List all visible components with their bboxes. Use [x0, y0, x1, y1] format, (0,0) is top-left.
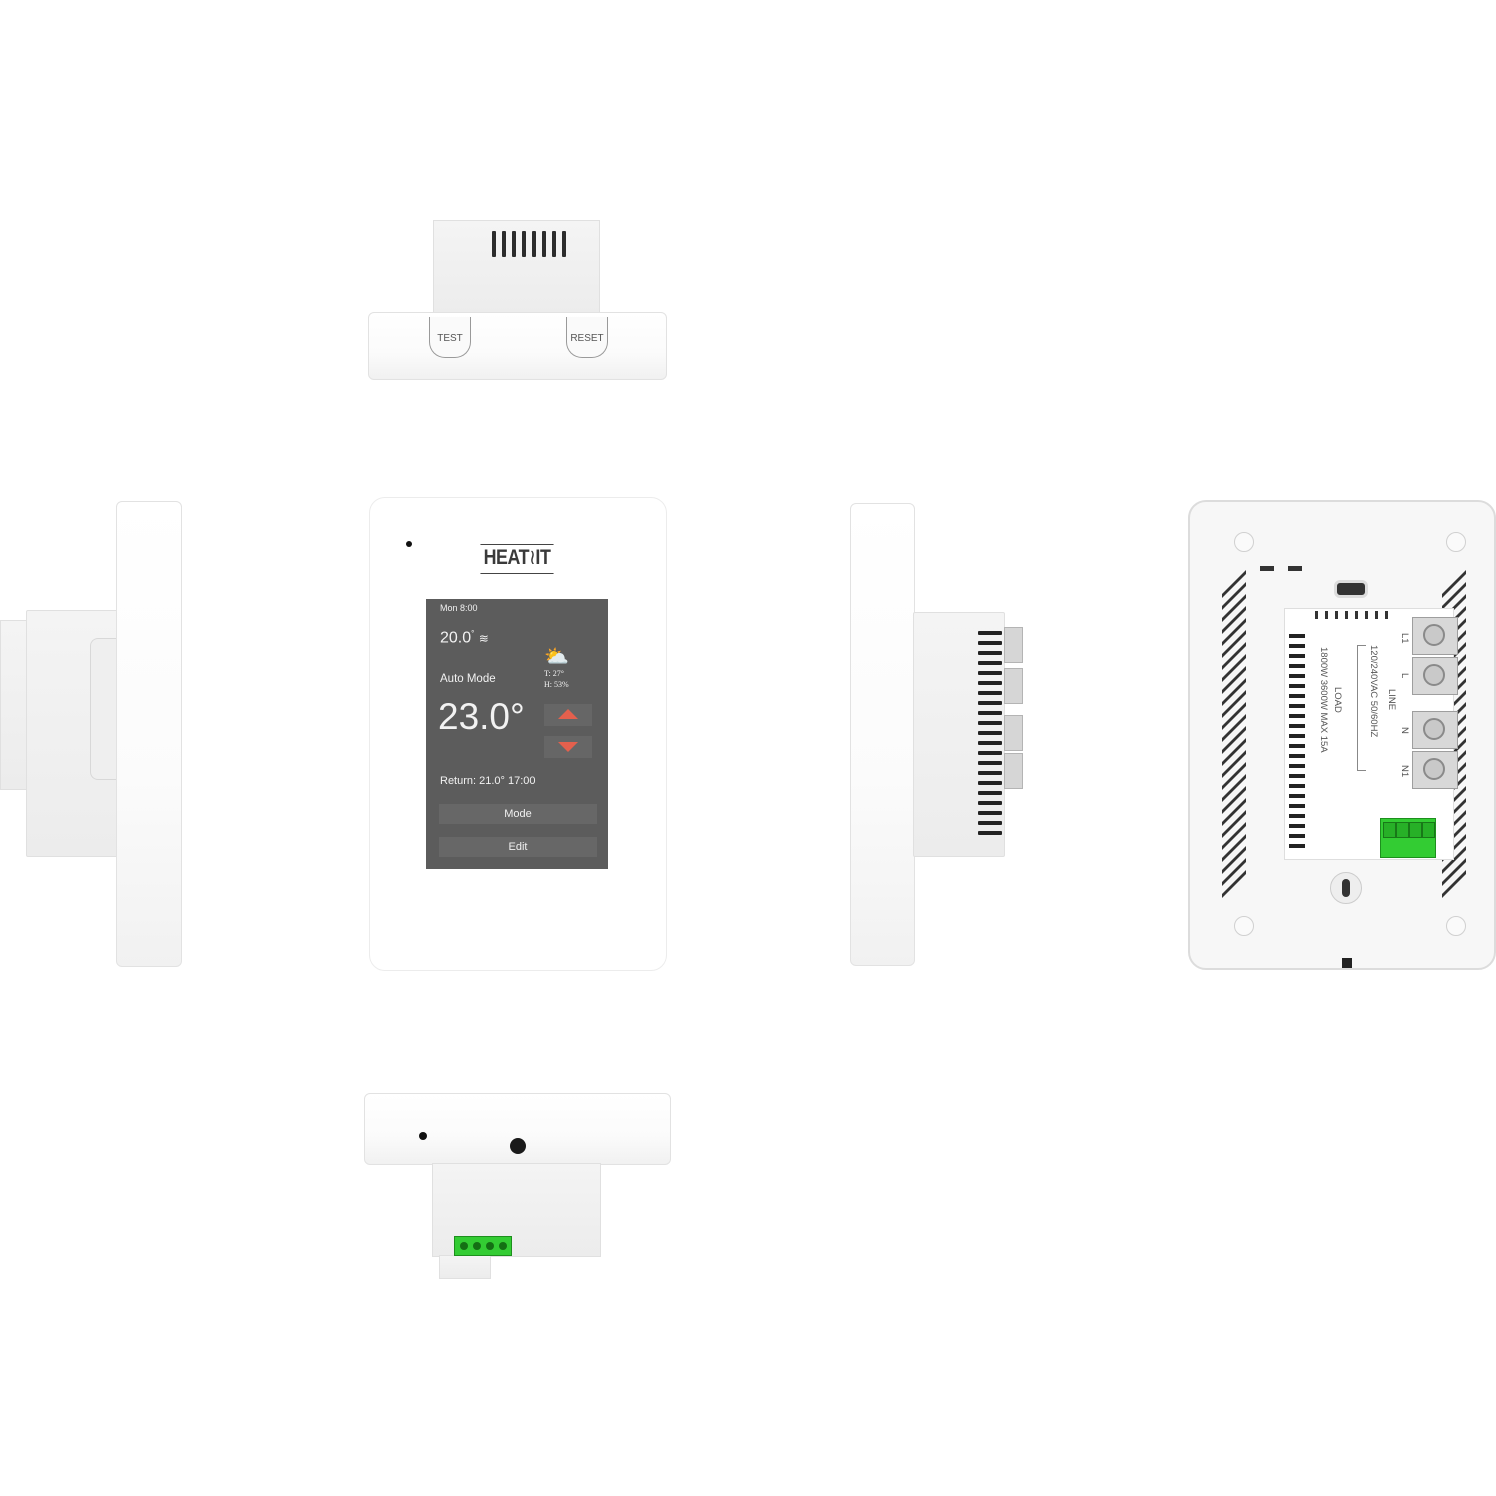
terminal-screw-side — [1004, 627, 1023, 663]
screw-icon — [1423, 624, 1445, 646]
weather-temperature: T: 27° — [544, 669, 564, 678]
line-label: LINE — [1386, 689, 1397, 711]
vent-slot — [978, 641, 1002, 645]
edit-button[interactable]: Edit — [439, 837, 597, 857]
right-view-front-plate — [850, 503, 915, 966]
vent-slot — [978, 771, 1002, 775]
vent-slot — [978, 791, 1002, 795]
mount-hole — [1446, 532, 1466, 552]
screw-icon — [1423, 758, 1445, 780]
vent-slot — [492, 231, 496, 257]
power-rating-label: 1800W 3600W MAX 15A — [1318, 647, 1329, 753]
screw-icon — [1423, 718, 1445, 740]
screw-icon — [1423, 664, 1445, 686]
return-info: Return: 21.0° 17:00 — [440, 775, 536, 787]
setpoint-temperature: 23.0° — [438, 696, 525, 737]
vent-slot — [978, 671, 1002, 675]
reset-pinhole[interactable] — [419, 1132, 427, 1140]
terminal-screw-side — [1004, 753, 1023, 789]
floor-temperature: 20.0° ≋ — [440, 629, 489, 647]
weather-humidity: H: 53% — [544, 680, 569, 689]
decrease-temperature-button[interactable] — [544, 736, 592, 758]
load-label: LOAD — [1332, 687, 1343, 713]
mount-hole — [1234, 916, 1254, 936]
terminal-n[interactable] — [1412, 711, 1458, 749]
mount-hole — [1234, 532, 1254, 552]
terminal-label-n1: N1 — [1399, 765, 1410, 778]
right-view-back-housing — [913, 612, 1023, 857]
floor-heating-icon: ≋ — [478, 631, 489, 646]
vent-slot — [552, 231, 556, 257]
sensor-connector-back[interactable] — [1380, 818, 1436, 858]
left-view-mount-ext — [0, 620, 30, 790]
vent-slot — [512, 231, 516, 257]
status-led — [406, 541, 412, 547]
terminal-n1[interactable] — [1412, 751, 1458, 789]
vent-slot — [978, 681, 1002, 685]
left-view-notch — [90, 638, 117, 780]
module-top-vents — [1315, 611, 1395, 619]
top-view-back-housing — [433, 220, 600, 317]
vent-slot — [978, 781, 1002, 785]
keyhole-slot — [1334, 580, 1368, 598]
left-view-front-plate — [116, 501, 182, 967]
bottom-view-mount-ext — [439, 1255, 491, 1279]
vent-slot — [978, 661, 1002, 665]
module-vents — [1289, 634, 1305, 849]
partly-cloudy-icon: ⛅ — [544, 646, 569, 668]
terminal-l[interactable] — [1412, 657, 1458, 695]
vent-slot — [978, 731, 1002, 735]
bottom-view-front-plate — [364, 1093, 671, 1165]
increase-temperature-button[interactable] — [544, 704, 592, 726]
vent-slot — [532, 231, 536, 257]
mode-label: Auto Mode — [440, 673, 496, 685]
vent-slot — [978, 801, 1002, 805]
sensor-port — [510, 1138, 526, 1154]
test-button[interactable]: TEST — [429, 317, 471, 358]
vent-slot — [978, 701, 1002, 705]
vent-slot — [978, 631, 1002, 635]
terminal-label-l: L — [1399, 673, 1410, 679]
terminal-screw-side — [1004, 668, 1023, 704]
vent-slot — [978, 761, 1002, 765]
vent-slot — [522, 231, 526, 257]
vent-slot — [978, 831, 1002, 835]
slot-indicator — [1260, 566, 1274, 571]
vent-slot — [542, 231, 546, 257]
clip — [1342, 958, 1352, 968]
arrow-down-icon — [558, 742, 578, 752]
vent-slot — [978, 711, 1002, 715]
mode-button[interactable]: Mode — [439, 804, 597, 824]
top-view-front-plate: TEST RESET — [368, 312, 667, 380]
vent-slot — [978, 691, 1002, 695]
vent-slot — [978, 651, 1002, 655]
sensor-connector-bottom[interactable] — [454, 1236, 512, 1256]
vent-slot — [978, 821, 1002, 825]
terminal-screw-side — [1004, 715, 1023, 751]
keyhole-mount — [1330, 872, 1362, 904]
brand-logo: HEAT≀IT — [480, 544, 554, 574]
terminal-label-n: N — [1399, 727, 1410, 734]
vent-slot — [562, 231, 566, 257]
vent-slot — [978, 811, 1002, 815]
terminal-label-l1: L1 — [1399, 633, 1410, 644]
vent-slot — [978, 751, 1002, 755]
voltage-label: 120/240VAC 50/60HZ — [1368, 645, 1379, 738]
slot-indicator — [1288, 566, 1302, 571]
vent-slot — [978, 721, 1002, 725]
line-bracket — [1357, 645, 1366, 771]
touchscreen: Mon 8:00 20.0° ≋ ⛅ T: 27° H: 53% Auto Mo… — [426, 599, 608, 869]
reset-button[interactable]: RESET — [566, 317, 608, 358]
vent-slot — [978, 741, 1002, 745]
arrow-up-icon — [558, 709, 578, 719]
vent-slot — [502, 231, 506, 257]
terminal-l1[interactable] — [1412, 617, 1458, 655]
day-time: Mon 8:00 — [440, 603, 478, 613]
mount-hole — [1446, 916, 1466, 936]
